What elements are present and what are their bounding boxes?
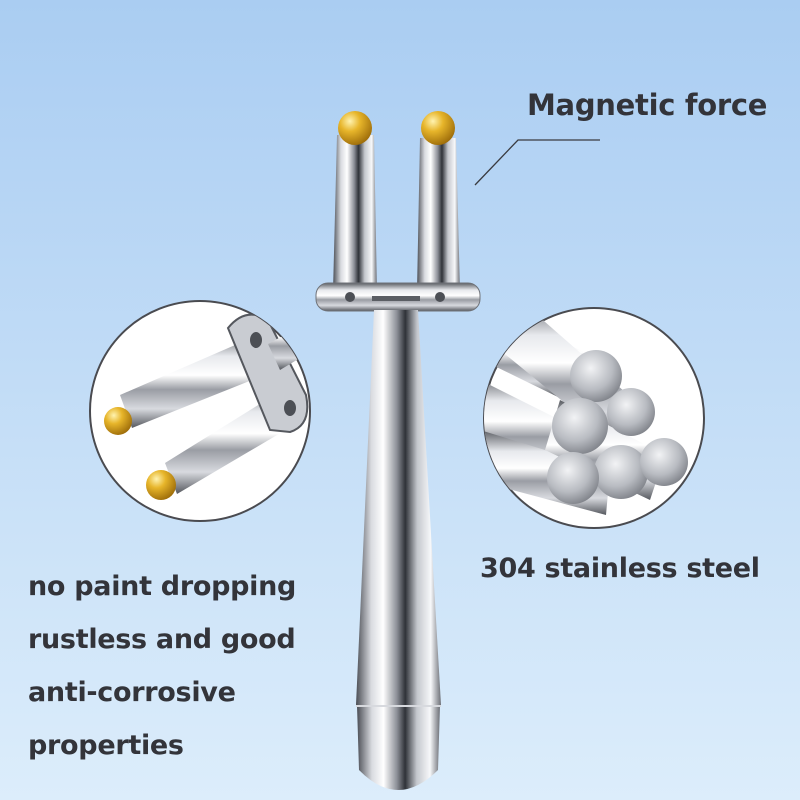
gold-tip-icon xyxy=(146,470,176,500)
gold-tip-icon xyxy=(421,111,455,145)
feature-item: anti-corrosive xyxy=(28,677,236,708)
gold-tip-icon xyxy=(338,111,372,145)
callout-line xyxy=(474,139,600,186)
steel-rods-detail xyxy=(483,307,705,529)
magnet-tips-detail xyxy=(89,300,311,522)
stainless-steel-label: 304 stainless steel xyxy=(480,553,760,584)
magnetic-force-label: Magnetic force xyxy=(527,88,768,122)
gold-tip-icon xyxy=(104,407,132,435)
feature-item: no paint dropping xyxy=(28,571,297,602)
feature-item: rustless and good xyxy=(28,624,296,655)
product-image xyxy=(315,111,481,790)
feature-item: properties xyxy=(28,730,184,761)
feature-list: no paint dropping rustless and good anti… xyxy=(28,560,296,772)
